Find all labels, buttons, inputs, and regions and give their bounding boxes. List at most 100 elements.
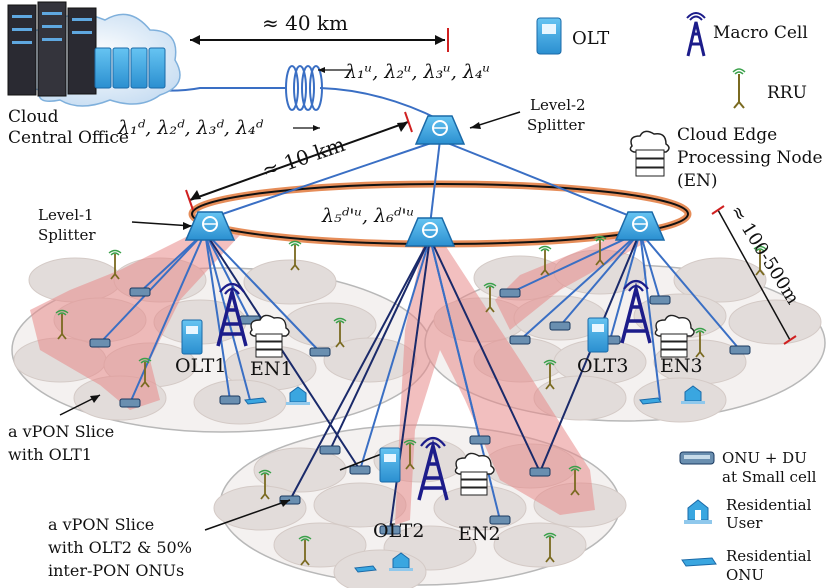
small-cell-area xyxy=(253,447,347,493)
onu-du-device xyxy=(729,345,751,355)
fiber-drop xyxy=(509,231,641,294)
fiber-drop xyxy=(359,237,431,471)
legend-en-label-2: Processing Node xyxy=(677,148,823,168)
slice-regions xyxy=(30,230,650,525)
fiber-drop xyxy=(289,237,431,501)
en3-label: EN3 xyxy=(660,355,703,377)
legend-macro-label: Macro Cell xyxy=(713,23,808,43)
small-cell-area xyxy=(728,299,822,345)
fiber-drop xyxy=(329,237,431,451)
slice2-pointer xyxy=(204,499,291,531)
fiber-drop xyxy=(639,231,661,301)
onu-du-device xyxy=(219,395,241,405)
onu-du-device xyxy=(379,525,401,535)
fiber-drop xyxy=(559,231,641,327)
dist-40-label: ≈ 40 km xyxy=(262,11,348,35)
legend-olt-icon xyxy=(536,17,562,55)
legend-rru-label: RRU xyxy=(767,83,807,103)
dist-100-arrow xyxy=(717,209,791,341)
onu-du-device xyxy=(129,287,151,297)
rru-icon xyxy=(108,249,122,280)
level2-label-b: Splitter xyxy=(527,116,585,134)
small-cell-area xyxy=(673,257,767,303)
residential-onu-2 xyxy=(354,565,377,573)
slice2-label-c: inter-PON ONUs xyxy=(48,561,184,580)
en2-label: EN2 xyxy=(458,523,501,545)
slice1-label-b: with OLT1 xyxy=(8,445,92,464)
slice3-region xyxy=(495,230,650,330)
legend-residential-user-icon xyxy=(684,499,712,524)
rru-icon xyxy=(593,235,607,266)
rru-icon xyxy=(55,309,69,340)
olt1-label: OLT1 xyxy=(175,355,226,377)
small-cell-area xyxy=(493,522,587,568)
onu-du-device xyxy=(499,288,521,298)
olt1-device xyxy=(181,319,203,355)
splitters xyxy=(184,115,666,247)
en1-label: EN1 xyxy=(250,358,293,380)
level1-splitter-3 xyxy=(614,211,666,241)
slice2-region xyxy=(395,235,595,525)
dist-10-arrow xyxy=(189,121,409,201)
fiber-drop xyxy=(609,231,641,341)
rru-icon xyxy=(258,469,272,500)
macro-cell-1 xyxy=(216,282,248,347)
rru-icon xyxy=(403,439,417,470)
level2-to-level1-left xyxy=(204,139,441,221)
small-cell-area xyxy=(633,377,727,423)
rru-icon xyxy=(753,245,767,276)
fiber-drop xyxy=(639,231,661,401)
cloud-central-office xyxy=(7,1,181,107)
rru-icon xyxy=(138,357,152,388)
slice1-region xyxy=(30,230,240,410)
distance-markers xyxy=(59,28,797,531)
onu-du-device xyxy=(309,347,331,357)
legend-en-label-3: (EN) xyxy=(677,171,718,191)
small-cell-area xyxy=(213,485,307,531)
residential-onu-3 xyxy=(639,397,662,405)
level1-pointer xyxy=(131,221,193,227)
legend-res-onu-label-2: ONU xyxy=(726,566,764,584)
fiber-drop xyxy=(639,231,741,351)
level1-splitter-2 xyxy=(404,217,456,247)
olt3-label: OLT3 xyxy=(577,355,628,377)
central-office-label: Central Office xyxy=(8,128,129,148)
macro-cell-3 xyxy=(620,279,652,344)
slice1-label-a: a vPON Slice xyxy=(8,422,114,441)
server-rack xyxy=(7,1,97,97)
en3-device xyxy=(654,314,695,358)
small-cell-area xyxy=(243,259,337,305)
slice2-label-a: a vPON Slice xyxy=(48,515,154,534)
fiber-drop xyxy=(519,231,641,341)
level2-splitter xyxy=(414,115,466,145)
lambda-down-label: λ₁ᵈ, λ₂ᵈ, λ₃ᵈ, λ₄ᵈ xyxy=(117,117,264,139)
legend-res-user-label-1: Residential xyxy=(726,496,812,514)
legend-onu-icon xyxy=(679,451,715,465)
fiber-drop xyxy=(99,231,206,344)
feeder-line-2 xyxy=(319,87,441,121)
onu-du-device xyxy=(509,335,531,345)
olt3-device xyxy=(587,317,609,353)
slice2-label-b: with OLT2 & 50% xyxy=(48,538,192,557)
level1-label: Level-1 xyxy=(38,206,94,224)
level2-to-level1-right xyxy=(439,139,641,221)
fiber-drop xyxy=(204,231,231,401)
residential-user-3 xyxy=(681,385,705,404)
macro-sites xyxy=(181,279,705,573)
onu-du-device xyxy=(549,321,571,331)
lambda-ring-label: λ₅ᵈ'ᵘ, λ₆ᵈ'ᵘ xyxy=(321,205,414,227)
residential-user-2 xyxy=(389,552,413,571)
en1-device xyxy=(249,314,290,358)
legend-macro-icon xyxy=(686,12,706,57)
legend-res-onu-label-1: Residential xyxy=(726,547,812,565)
residential-onu-1 xyxy=(244,397,267,405)
onu-du-device xyxy=(489,515,511,525)
legend-res-user-label-2: User xyxy=(726,514,763,532)
rru-icon xyxy=(568,465,582,496)
fiber-drop xyxy=(204,231,251,321)
residential-user-1 xyxy=(286,386,310,405)
fiber-spool xyxy=(285,65,323,111)
fiber-drop xyxy=(129,231,206,404)
